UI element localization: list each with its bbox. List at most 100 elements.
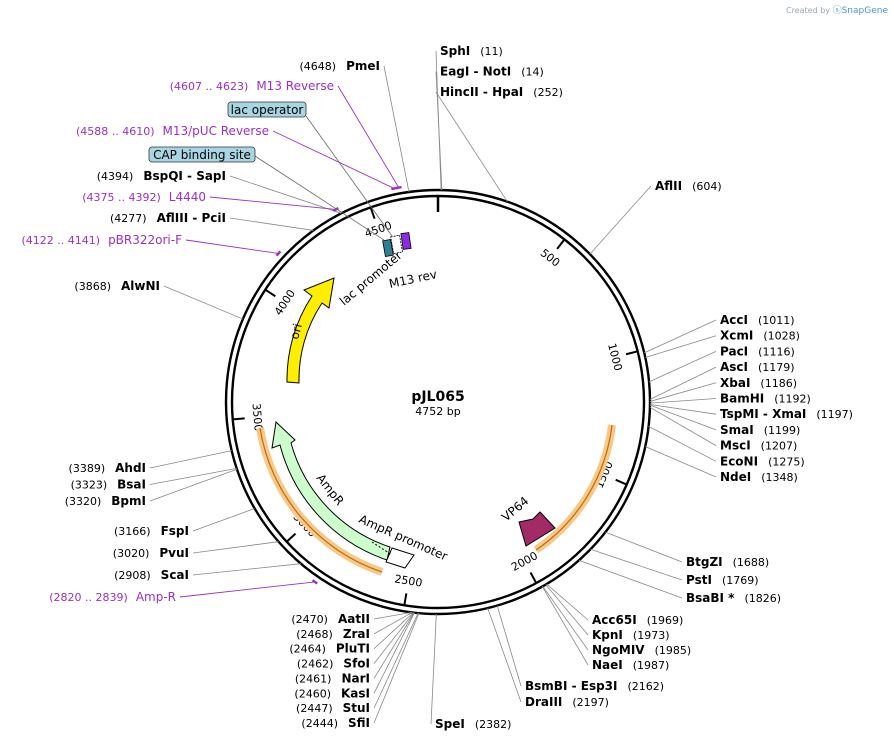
enzyme-site-label: (3868)AlwNI — [74, 279, 160, 293]
enzyme-leader-line — [546, 583, 589, 621]
enzyme-site-label: Acc65I(1969) — [592, 613, 683, 627]
enzyme-site-label: (4394)BspQI - SapI — [97, 169, 226, 183]
tick-label: 2000 — [509, 549, 540, 574]
snapgene-watermark: Created by ⓢSnapGene — [786, 3, 888, 16]
enzyme-leader-line — [149, 450, 232, 469]
enzyme-site-label: (4648)PmeI — [300, 59, 380, 73]
cap-binding-text: CAP binding site — [153, 148, 251, 162]
enzyme-site-label: (3020)PvuI — [113, 546, 189, 560]
tick-mark — [403, 593, 408, 606]
tick-mark — [625, 350, 638, 356]
ampr-highlight-line — [259, 427, 383, 573]
snapgene-logo: ⓢSnapGene — [832, 6, 888, 16]
enzyme-site-label: (3166)FspI — [114, 524, 189, 538]
enzyme-leader-line — [605, 531, 683, 563]
enzyme-site-label: BsmBI - Esp3I(2162) — [525, 679, 664, 693]
enzyme-leader-line — [590, 548, 683, 581]
enzyme-site-label: BtgZI(1688) — [686, 555, 769, 569]
vp64-feature-arrow — [518, 511, 556, 547]
enzyme-site-label: AscI(1179) — [720, 360, 795, 374]
enzyme-leader-line — [192, 508, 255, 532]
enzyme-site-label: KpnI(1973) — [592, 628, 669, 642]
enzyme-leader-line — [541, 586, 589, 666]
enzyme-site-label: (2464)PluTI — [289, 642, 370, 656]
lac-operator-leader — [305, 115, 393, 237]
tick-mark — [285, 532, 297, 543]
enzyme-leader-line — [373, 612, 414, 650]
enzyme-site-label: SphI(11) — [440, 44, 503, 58]
enzyme-site-label: NgoMIV(1985) — [592, 643, 691, 657]
primer-label: (4588 .. 4610)M13/pUC Reverse — [76, 124, 269, 138]
enzyme-leader-line — [373, 612, 415, 679]
tick-label: 3500 — [249, 403, 264, 432]
enzyme-leader-line — [496, 605, 522, 687]
primer-annotations: (4607 .. 4623)M13 Reverse (4588 .. 4610)M… — [22, 79, 402, 604]
enzyme-leader-line — [648, 351, 717, 383]
ori-label: ori — [287, 322, 305, 341]
primer-leader-line — [272, 130, 395, 189]
enzyme-site-label: XcmI(1028) — [720, 329, 800, 343]
enzyme-site-label: (2447)StuI — [296, 701, 370, 715]
enzyme-leader-line — [649, 398, 717, 404]
tick-label: 2500 — [394, 572, 424, 589]
enzyme-leader-line — [542, 586, 589, 651]
enzyme-site-label: NdeI(1348) — [720, 470, 798, 484]
enzyme-leader-line — [163, 285, 244, 320]
enzyme-leader-line — [649, 406, 717, 446]
primer-leader-line — [179, 581, 315, 598]
backbone-outer — [224, 188, 652, 616]
enzyme-site-label: (3389)AhdI — [69, 461, 146, 475]
primer-leader-line — [185, 239, 279, 254]
enzyme-leader-line — [645, 335, 717, 358]
ori-feature-arrow — [286, 277, 335, 384]
enzyme-leader-line — [373, 612, 420, 724]
enzyme-site-label: NaeI(1987) — [592, 658, 669, 672]
enzyme-site-label: AccI(1011) — [720, 313, 795, 327]
ampr-feature-arrow — [271, 420, 391, 561]
enzyme-leader-line — [649, 382, 717, 402]
enzyme-leader-line — [229, 217, 314, 231]
enzyme-site-label: XbaI(1186) — [720, 376, 797, 390]
enzyme-site-label: BsaBI *(1826) — [686, 591, 781, 605]
vp64-label: VP64 — [499, 494, 532, 524]
enzyme-leader-line — [373, 612, 415, 694]
tick-mark — [369, 207, 376, 219]
enzyme-site-label: (2468)ZraI — [296, 627, 370, 641]
enzyme-leader-line — [383, 65, 410, 193]
m13-rev-label: M13 rev — [388, 267, 438, 291]
cap-binding-leader — [254, 155, 385, 241]
enzyme-leader-line — [192, 563, 301, 576]
enzyme-leader-line — [578, 559, 683, 599]
vp64-highlight-line — [535, 424, 613, 551]
enzyme-leader-line — [149, 468, 237, 485]
primer-label: (4607 .. 4623)M13 Reverse — [170, 79, 334, 93]
enzyme-site-label: EcoNI(1275) — [720, 454, 805, 468]
tick-mark — [232, 417, 245, 421]
tick-mark — [264, 288, 276, 298]
enzyme-leader-line — [149, 468, 238, 502]
plasmid-name: pJL065 — [411, 389, 464, 405]
enzyme-leader-lines — [149, 50, 717, 725]
enzyme-labels: SphI(11)EagI - NotI(14)HincII - HpaI(252… — [65, 44, 853, 731]
primer-label: (4122 .. 4141)pBR322ori-F — [22, 233, 183, 247]
enzyme-site-label: SmaI(1199) — [720, 423, 800, 437]
enzyme-leader-line — [229, 175, 342, 214]
primer-binding-mark — [311, 579, 318, 585]
enzyme-site-label: TspMI - XmaI(1197) — [720, 407, 853, 421]
primer-binding-mark — [332, 206, 339, 212]
enzyme-leader-line — [487, 607, 522, 703]
primer-label: (2820 .. 2839)Amp-R — [49, 590, 176, 604]
cap-binding-box — [148, 146, 256, 163]
enzyme-leader-line — [192, 541, 279, 554]
enzyme-leader-line — [649, 404, 717, 415]
plasmid-size: 4752 bp — [415, 405, 460, 418]
enzyme-site-label: (2444)SfiI — [301, 716, 370, 730]
enzyme-leader-line — [545, 584, 589, 636]
primer-label: (4375 .. 4392)L4440 — [82, 190, 206, 204]
enzyme-leader-line — [435, 71, 443, 191]
enzyme-site-label: (3323)BsaI — [71, 478, 146, 492]
tick-mark — [529, 572, 538, 584]
enzyme-site-label: SpeI(2382) — [435, 717, 511, 731]
enzyme-site-label: (4277)AflIII - PciI — [110, 211, 226, 225]
